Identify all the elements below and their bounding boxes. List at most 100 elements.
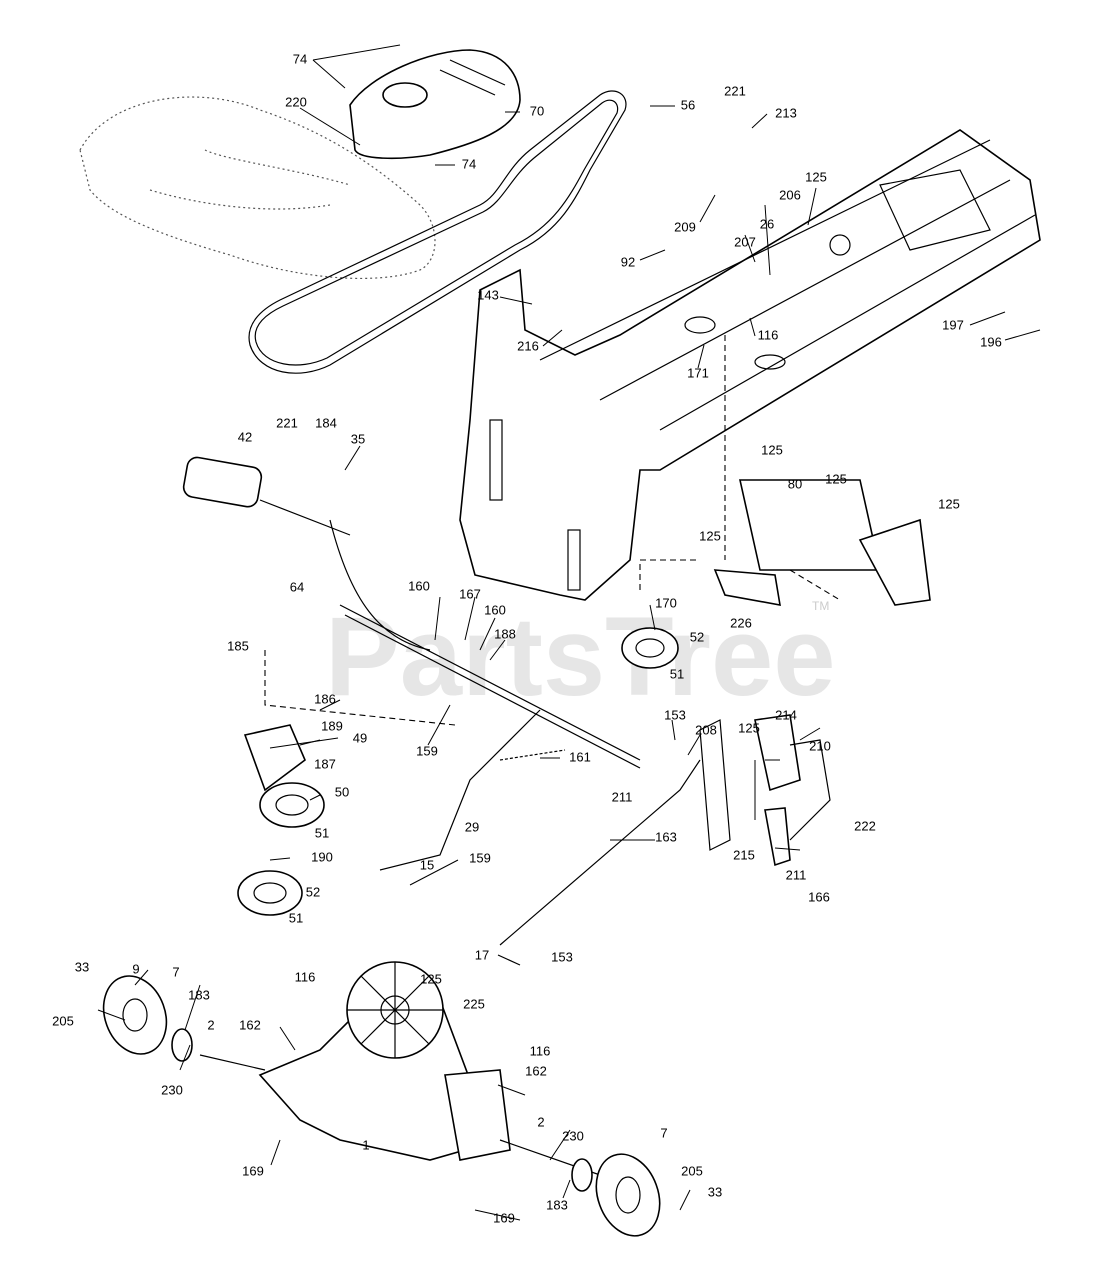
callout-187: 187	[314, 756, 336, 771]
callout-74: 74	[293, 51, 307, 66]
callout-183: 183	[188, 987, 210, 1002]
steering-shaft	[182, 456, 641, 769]
alignment-guides	[264, 335, 841, 726]
callout-33: 33	[708, 1184, 722, 1199]
callout-206: 206	[779, 187, 801, 202]
callout-17: 17	[475, 947, 489, 962]
callout-167: 167	[459, 586, 481, 601]
callout-42: 42	[238, 429, 252, 444]
wheel-hub-right	[571, 1153, 661, 1237]
callout-196: 196	[980, 334, 1002, 349]
callout-170: 170	[655, 595, 677, 610]
callout-211: 211	[612, 789, 633, 804]
callout-125: 125	[761, 442, 783, 457]
callout-230: 230	[562, 1128, 584, 1143]
callout-221: 221	[276, 415, 298, 430]
callout-64: 64	[290, 579, 304, 594]
callout-207: 207	[734, 234, 756, 249]
pulley-50	[259, 782, 325, 828]
callout-51: 51	[670, 666, 684, 681]
callout-51: 51	[315, 825, 329, 840]
callout-162: 162	[525, 1063, 547, 1078]
callout-1: 1	[362, 1137, 369, 1152]
callout-215: 215	[733, 847, 755, 862]
callout-26: 26	[760, 216, 774, 231]
callout-209: 209	[674, 219, 696, 234]
tractor-frame	[459, 129, 1041, 601]
callout-185: 185	[227, 638, 249, 653]
pulley-52-right	[621, 627, 679, 669]
callout-214: 214	[775, 707, 797, 722]
callout-15: 15	[420, 857, 434, 872]
callout-161: 161	[569, 749, 591, 764]
callout-205: 205	[681, 1163, 703, 1178]
callout-184: 184	[315, 415, 337, 430]
transaxle	[199, 961, 601, 1176]
callout-186: 186	[314, 691, 336, 706]
callout-125: 125	[420, 971, 442, 986]
callout-159: 159	[416, 743, 438, 758]
callout-7: 7	[660, 1125, 667, 1140]
callout-169: 169	[242, 1163, 264, 1178]
callout-125: 125	[738, 720, 760, 735]
callout-2: 2	[207, 1017, 214, 1032]
callouts: 74 220 70 74 56 221 213 125 209 206 26 2…	[52, 51, 1002, 1225]
callout-162: 162	[239, 1017, 261, 1032]
callout-210: 210	[809, 738, 831, 753]
callout-50: 50	[335, 784, 349, 799]
callout-160: 160	[484, 602, 506, 617]
callout-205: 205	[52, 1013, 74, 1028]
callout-153: 153	[551, 949, 573, 964]
pulley-52-left	[237, 870, 303, 916]
callout-52: 52	[690, 629, 704, 644]
callout-116: 116	[758, 327, 779, 342]
callout-208: 208	[695, 722, 717, 737]
callout-116: 116	[530, 1043, 551, 1058]
callout-171: 171	[687, 365, 709, 380]
callout-125: 125	[825, 471, 847, 486]
watermark-trademark: TM	[812, 599, 829, 613]
seat-outline	[79, 96, 436, 279]
callout-29: 29	[465, 819, 479, 834]
callout-9: 9	[132, 961, 139, 976]
callout-163: 163	[655, 829, 677, 844]
callout-143: 143	[477, 287, 499, 302]
idler-bracket-189	[243, 724, 306, 792]
callout-33: 33	[75, 959, 89, 974]
callout-116: 116	[295, 969, 316, 984]
callout-56: 56	[681, 97, 695, 112]
callout-80: 80	[788, 476, 802, 491]
pedal-assembly	[699, 714, 831, 867]
leader-lines	[97, 44, 1041, 1221]
callout-2: 2	[537, 1114, 544, 1129]
callout-188: 188	[494, 626, 516, 641]
callout-169: 169	[493, 1210, 515, 1225]
callout-183: 183	[546, 1197, 568, 1212]
callout-166: 166	[808, 889, 830, 904]
wheel-hub-left	[102, 975, 193, 1062]
callout-160: 160	[408, 578, 430, 593]
callout-216: 216	[517, 338, 539, 353]
callout-70: 70	[530, 103, 544, 118]
control-rods	[379, 709, 701, 966]
callout-7: 7	[172, 964, 179, 979]
watermark: PartsTree TM	[325, 594, 836, 719]
callout-153: 153	[664, 707, 686, 722]
callout-213: 213	[775, 105, 797, 120]
callout-125: 125	[938, 496, 960, 511]
callout-211: 211	[786, 867, 807, 882]
callout-49: 49	[353, 730, 367, 745]
watermark-text: PartsTree	[325, 594, 836, 719]
callout-197: 197	[942, 317, 964, 332]
callout-125: 125	[699, 528, 721, 543]
callout-225: 225	[463, 996, 485, 1011]
callout-92: 92	[621, 254, 635, 269]
callout-221: 221	[724, 83, 746, 98]
callout-190: 190	[311, 849, 333, 864]
callout-52: 52	[306, 884, 320, 899]
callout-35: 35	[351, 431, 365, 446]
bracket-80	[713, 479, 931, 606]
callout-226: 226	[730, 615, 752, 630]
callout-189: 189	[321, 718, 343, 733]
